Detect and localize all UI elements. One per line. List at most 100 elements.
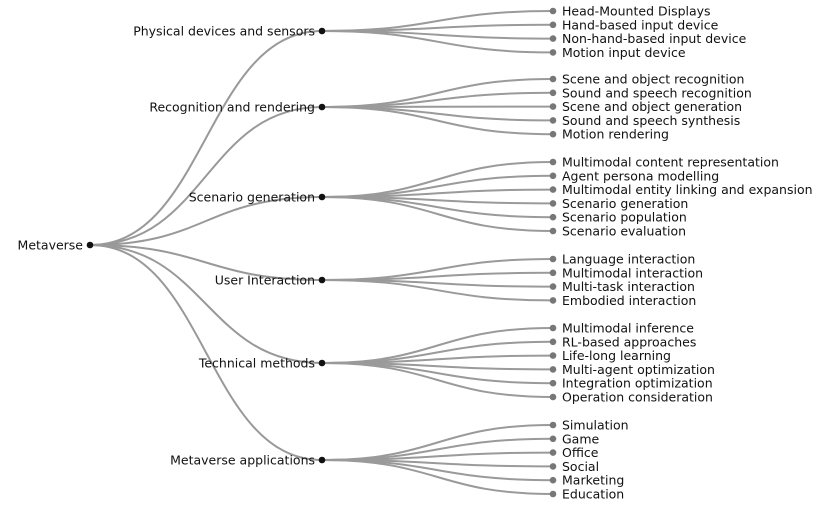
links (89, 10, 554, 495)
leaf-node-dot[interactable] (549, 227, 557, 235)
leaf-node-dot[interactable] (549, 352, 557, 359)
leaf-label: Simulation (562, 418, 629, 433)
link (321, 451, 554, 461)
leaf-node-dot[interactable] (549, 283, 557, 290)
leaf-node-dot[interactable] (549, 463, 557, 470)
leaf-label: Scene and object generation (562, 99, 742, 114)
leaf-node-dot[interactable] (549, 379, 557, 387)
leaf-node-dot[interactable] (549, 269, 557, 277)
leaf-label: Game (562, 431, 600, 446)
leaf-label: Education (562, 487, 624, 502)
category-node-dot[interactable] (318, 193, 326, 201)
leaf-label: Language interaction (562, 252, 695, 267)
link (321, 23, 554, 32)
leaf-node-dot[interactable] (549, 297, 557, 304)
leaf-node-dot[interactable] (549, 490, 557, 498)
link (321, 354, 554, 364)
link (321, 196, 554, 232)
leaf-node-dot[interactable] (549, 200, 557, 207)
link (321, 362, 554, 398)
leaf-node-dot[interactable] (549, 393, 557, 401)
link (321, 91, 554, 108)
link (321, 279, 554, 302)
leaf-label: Social (562, 459, 599, 474)
leaf-label: Multimodal content representation (562, 155, 779, 170)
leaf-node-dot[interactable] (549, 7, 557, 15)
leaf-label: Multimodal interaction (562, 265, 703, 280)
leaf-node-dot[interactable] (549, 186, 557, 193)
category-label: User Interaction (215, 273, 315, 288)
leaf-node-dot[interactable] (549, 117, 557, 124)
leaf-node-dot[interactable] (549, 421, 557, 429)
category-label: Physical devices and sensors (133, 24, 315, 39)
leaf-label: Operation consideration (562, 390, 713, 405)
link (321, 161, 554, 198)
link (321, 424, 554, 461)
leaf-label: Scenario generation (562, 196, 688, 211)
leaf-label: Scene and object recognition (562, 72, 744, 87)
category-node-dot[interactable] (318, 103, 326, 111)
root-node-dot[interactable] (86, 241, 94, 249)
leaf-label: Head-Mounted Displays (562, 4, 711, 19)
leaf-node-dot[interactable] (549, 213, 557, 221)
leaf-label: Embodied interaction (562, 293, 696, 308)
category-label: Metaverse applications (170, 453, 315, 468)
leaf-node-dot[interactable] (549, 130, 557, 138)
leaf-node-dot[interactable] (549, 49, 557, 56)
leaf-label: Agent persona modelling (562, 168, 719, 183)
leaf-node-dot[interactable] (549, 476, 557, 484)
link (321, 327, 554, 364)
leaf-label: Sound and speech synthesis (562, 113, 740, 128)
leaf-label: Life-long learning (562, 348, 671, 363)
link (321, 106, 554, 122)
leaf-label: Multi-agent optimization (562, 362, 715, 377)
leaf-node-dot[interactable] (549, 75, 557, 83)
link (89, 244, 323, 461)
leaf-node-dot[interactable] (549, 89, 557, 97)
category-node-dot[interactable] (318, 359, 326, 367)
leaf-node-dot[interactable] (549, 338, 557, 346)
link (89, 30, 323, 246)
leaf-node-dot[interactable] (549, 366, 557, 373)
category-label: Scenario generation (189, 190, 315, 205)
leaf-label: Multimodal entity linking and expansion (562, 182, 813, 197)
leaf-node-dot[interactable] (549, 435, 557, 443)
link (321, 271, 554, 281)
leaf-node-dot[interactable] (549, 103, 557, 110)
leaf-node-dot[interactable] (549, 172, 557, 180)
category-node-dot[interactable] (318, 27, 326, 35)
leaf-node-dot[interactable] (549, 35, 557, 42)
leaf-label: Scenario evaluation (562, 224, 686, 239)
leaf-label: Scenario population (562, 210, 687, 225)
leaf-label: Multimodal inference (562, 321, 694, 336)
root-label: Metaverse (18, 238, 84, 253)
link (89, 244, 323, 281)
leaf-node-dot[interactable] (549, 449, 557, 456)
category-node-dot[interactable] (318, 276, 326, 284)
leaf-node-dot[interactable] (549, 158, 557, 166)
leaf-node-dot[interactable] (549, 255, 557, 263)
leaf-label: Multi-task interaction (562, 279, 695, 294)
link (321, 188, 554, 198)
link (89, 244, 323, 364)
leaf-label: Sound and speech recognition (562, 85, 752, 100)
link (321, 30, 554, 54)
leaf-label: RL-based approaches (562, 334, 696, 349)
leaf-label: Office (562, 445, 599, 460)
leaf-label: Motion input device (562, 45, 686, 60)
link (89, 106, 323, 246)
link (321, 459, 554, 495)
link (89, 196, 323, 246)
category-label: Technical methods (198, 356, 315, 371)
link (321, 106, 554, 136)
leaf-label: Non-hand-based input device (562, 31, 747, 46)
leaf-label: Hand-based input device (562, 17, 719, 32)
leaf-label: Integration optimization (562, 376, 713, 391)
category-node-dot[interactable] (318, 456, 326, 464)
leaf-node-dot[interactable] (549, 21, 557, 29)
leaf-node-dot[interactable] (549, 324, 557, 332)
leaf-label: Marketing (562, 473, 624, 488)
category-label: Recognition and rendering (149, 100, 315, 115)
